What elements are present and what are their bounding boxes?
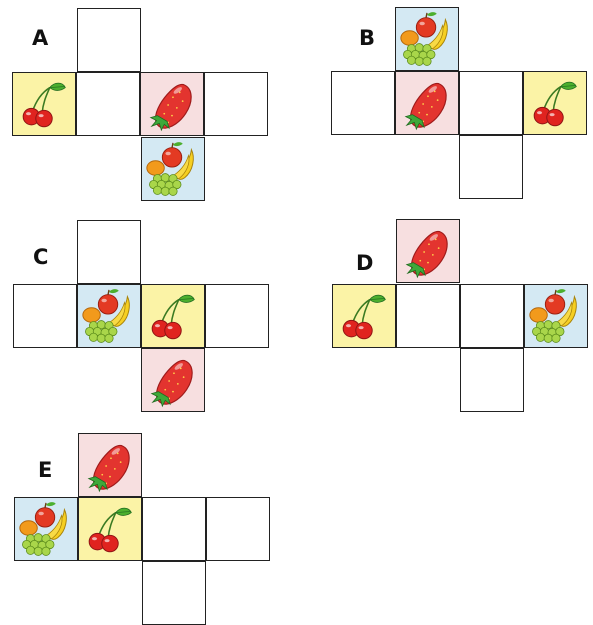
cherries-cell	[78, 497, 142, 561]
fruit-basket-cell	[14, 497, 78, 561]
net-label: E	[38, 460, 52, 481]
fruit-basket-icon	[15, 498, 77, 560]
strawberry-cell	[78, 433, 142, 497]
cherries-icon	[79, 498, 141, 560]
blank-cell	[142, 561, 206, 625]
blank-cell	[142, 497, 206, 561]
blank-cell	[206, 497, 270, 561]
strawberry-icon	[79, 434, 141, 496]
